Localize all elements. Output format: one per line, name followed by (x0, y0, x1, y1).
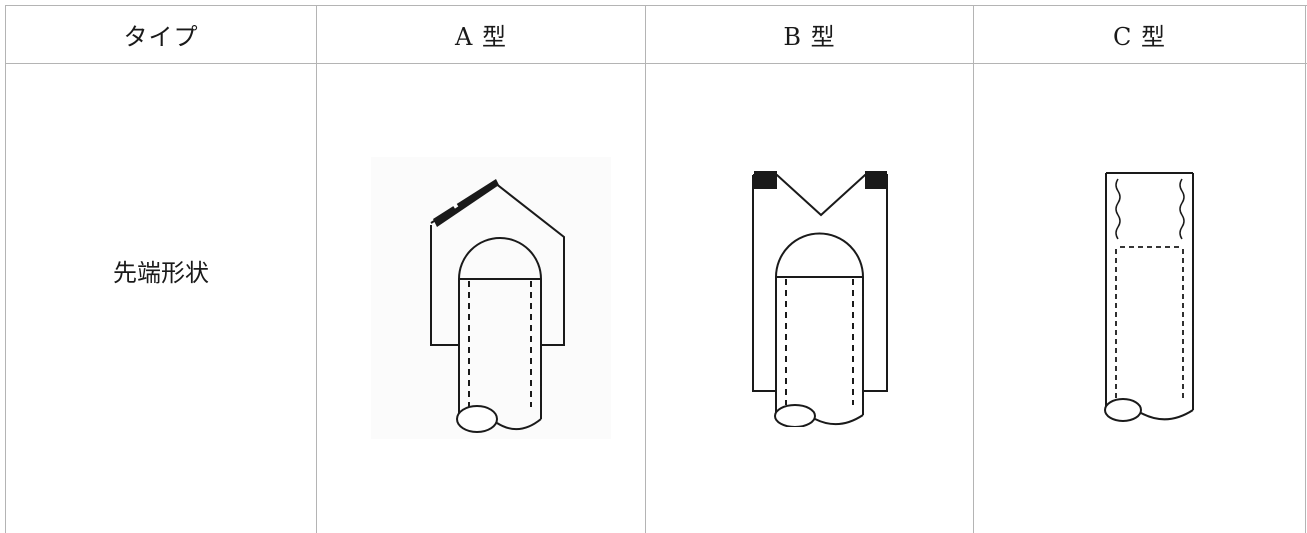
table-border-right (1305, 5, 1306, 533)
column-divider (645, 5, 646, 533)
tip-shape-table: タイプ A 型 B 型 C 型 先端形状 (5, 5, 1307, 533)
type-a-tip-illustration (371, 157, 611, 439)
column-divider (316, 5, 317, 533)
table-border-top (5, 5, 1307, 6)
table-border-left (5, 5, 6, 533)
header-divider (5, 63, 1307, 64)
type-c-tip-illustration (1092, 165, 1204, 433)
header-type-b: B 型 (783, 23, 836, 51)
row-label-tip-shape: 先端形状 (113, 258, 209, 287)
header-type: タイプ (123, 23, 199, 51)
header-type-c: C 型 (1113, 23, 1166, 51)
column-divider (973, 5, 974, 533)
header-type-a: A 型 (455, 23, 507, 51)
type-b-tip-illustration (747, 165, 897, 427)
